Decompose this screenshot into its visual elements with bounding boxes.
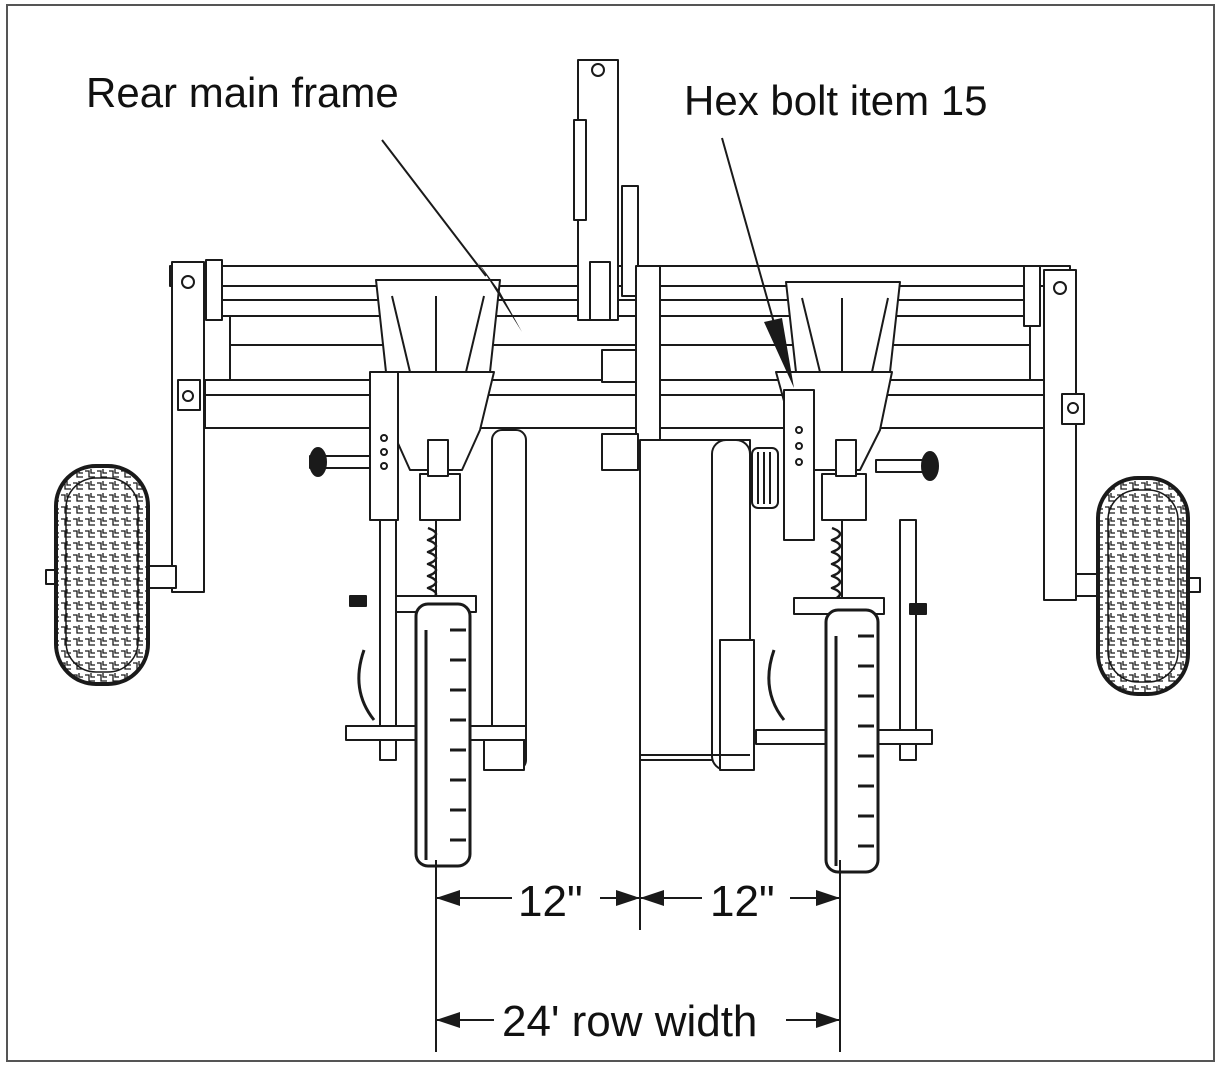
- left-gauge-wheel: [54, 464, 150, 686]
- arrowhead-rear-main-frame: [478, 262, 522, 332]
- figure-border: [6, 4, 1215, 1062]
- left-row-unit: [309, 279, 527, 868]
- right-row-unit: [751, 281, 939, 874]
- center-press-wheel: [639, 439, 755, 771]
- dim-right-half-label: 12": [710, 877, 775, 926]
- dimension-lines: [435, 760, 841, 1052]
- rear-main-frame-label: Rear main frame: [86, 69, 399, 116]
- leader-hex-bolt: [721, 137, 777, 331]
- arrowhead-hex-bolt: [764, 318, 794, 388]
- right-frame-end: [1023, 265, 1201, 601]
- right-gauge-wheel: [1096, 476, 1190, 696]
- row-width-label: 24' row width: [502, 997, 758, 1046]
- leader-lines: [381, 137, 794, 388]
- hex-bolt-label: Hex bolt item 15: [684, 77, 988, 124]
- leader-rear-main-frame: [381, 139, 487, 277]
- dim-left-half-label: 12": [518, 877, 583, 926]
- left-frame-end: [45, 259, 223, 593]
- rear-main-frame: [169, 265, 1071, 429]
